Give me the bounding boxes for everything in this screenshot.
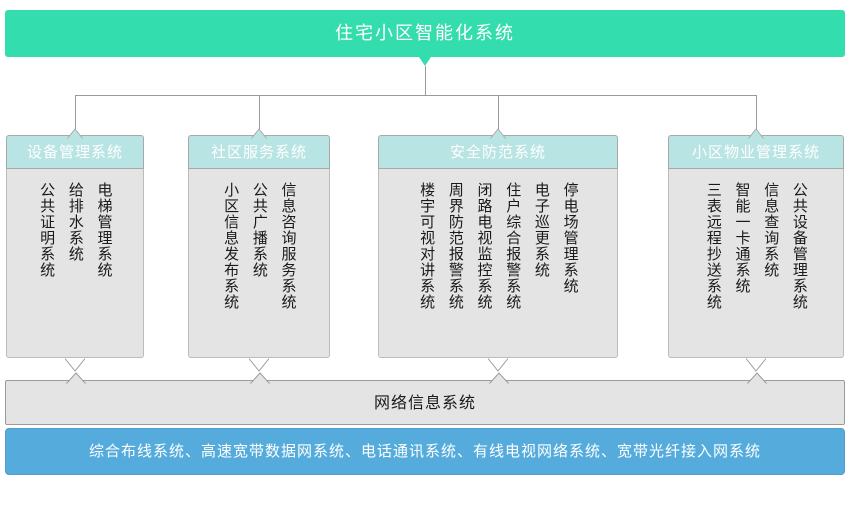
branch-header-property-management[interactable]: 小区物业管理系统 (668, 128, 844, 169)
branch-header-label: 设备管理系统 (26, 142, 123, 161)
list-item[interactable]: 智能一卡通系统 (733, 182, 752, 294)
list-item[interactable]: 公共设备管理系统 (790, 182, 809, 310)
page-title: 住宅小区智能化系统 (335, 22, 515, 44)
chevron-up-icon (488, 370, 510, 386)
list-item[interactable]: 信息查询系统 (762, 182, 781, 278)
branch-header-label: 小区物业管理系统 (691, 142, 820, 161)
chevron-up-icon (66, 125, 84, 141)
chevron-up-icon (250, 125, 268, 141)
chevron-up-icon (747, 125, 765, 141)
chevron-down-icon (64, 357, 86, 372)
chevron-up-icon (489, 125, 507, 141)
list-item[interactable]: 公共广播系统 (250, 182, 269, 278)
list-item[interactable]: 电子巡更系统 (532, 182, 551, 278)
list-item[interactable]: 给排水系统 (66, 182, 85, 262)
list-item[interactable]: 住户综合报警系统 (504, 182, 523, 310)
connector-drop-col2 (259, 95, 260, 135)
chevron-down-icon (745, 357, 767, 372)
list-item[interactable]: 周界防范报警系统 (446, 182, 465, 310)
network-bar-label: 网络信息系统 (373, 392, 476, 412)
connector-drop-col3 (498, 95, 499, 135)
list-item[interactable]: 三表远程抄送系统 (704, 182, 723, 310)
list-item[interactable]: 信息咨询服务系统 (279, 182, 298, 310)
branch-items-community-service: 信息咨询服务系统 公共广播系统 小区信息发布系统 (188, 169, 330, 372)
branch-column-security: 安全防范系统 停电场管理系统 电子巡更系统 住户综合报警系统 闭路电视监控系统 … (378, 128, 618, 372)
branch-header-community-service[interactable]: 社区服务系统 (188, 128, 330, 169)
network-information-system-bar[interactable]: 网络信息系统 (5, 372, 845, 425)
branch-header-label: 社区服务系统 (210, 142, 307, 161)
list-item[interactable]: 楼宇可视对讲系统 (418, 182, 437, 310)
branch-items-property-management: 公共设备管理系统 信息查询系统 智能一卡通系统 三表远程抄送系统 (668, 169, 844, 372)
branch-header-label: 安全防范系统 (449, 142, 546, 161)
branch-column-community-service: 社区服务系统 信息咨询服务系统 公共广播系统 小区信息发布系统 (188, 128, 330, 372)
infrastructure-bar[interactable]: 综合布线系统、高速宽带数据网系统、电话通讯系统、有线电视网络系统、宽带光纤接入网… (5, 428, 845, 475)
connector-stem-vertical (425, 66, 426, 95)
chevron-up-icon (249, 370, 271, 386)
list-item[interactable]: 停电场管理系统 (561, 182, 580, 294)
chevron-down-icon (487, 357, 509, 372)
infrastructure-bar-label: 综合布线系统、高速宽带数据网系统、电话通讯系统、有线电视网络系统、宽带光纤接入网… (88, 442, 761, 460)
root-node-title-bar: 住宅小区智能化系统 (5, 10, 845, 57)
list-item[interactable]: 闭路电视监控系统 (475, 182, 494, 310)
chevron-up-icon (746, 370, 768, 386)
branch-column-equipment-management: 设备管理系统 电梯管理系统 给排水系统 公共证明系统 (6, 128, 144, 372)
branch-header-security[interactable]: 安全防范系统 (378, 128, 618, 169)
chevron-down-icon (248, 357, 270, 372)
chevron-up-icon (65, 370, 87, 386)
list-item[interactable]: 小区信息发布系统 (222, 182, 241, 310)
connector-drop-col1 (75, 95, 76, 135)
connector-drop-col4 (756, 95, 757, 135)
branch-items-equipment-management: 电梯管理系统 给排水系统 公共证明系统 (6, 169, 144, 372)
list-item[interactable]: 公共证明系统 (38, 182, 57, 278)
connector-horizontal-bus (75, 95, 757, 96)
branch-items-security: 停电场管理系统 电子巡更系统 住户综合报警系统 闭路电视监控系统 周界防范报警系… (378, 169, 618, 372)
branch-header-equipment-management[interactable]: 设备管理系统 (6, 128, 144, 169)
list-item[interactable]: 电梯管理系统 (95, 182, 114, 278)
title-down-arrow-icon (419, 57, 431, 66)
branch-column-property-management: 小区物业管理系统 公共设备管理系统 信息查询系统 智能一卡通系统 三表远程抄送系… (668, 128, 844, 372)
